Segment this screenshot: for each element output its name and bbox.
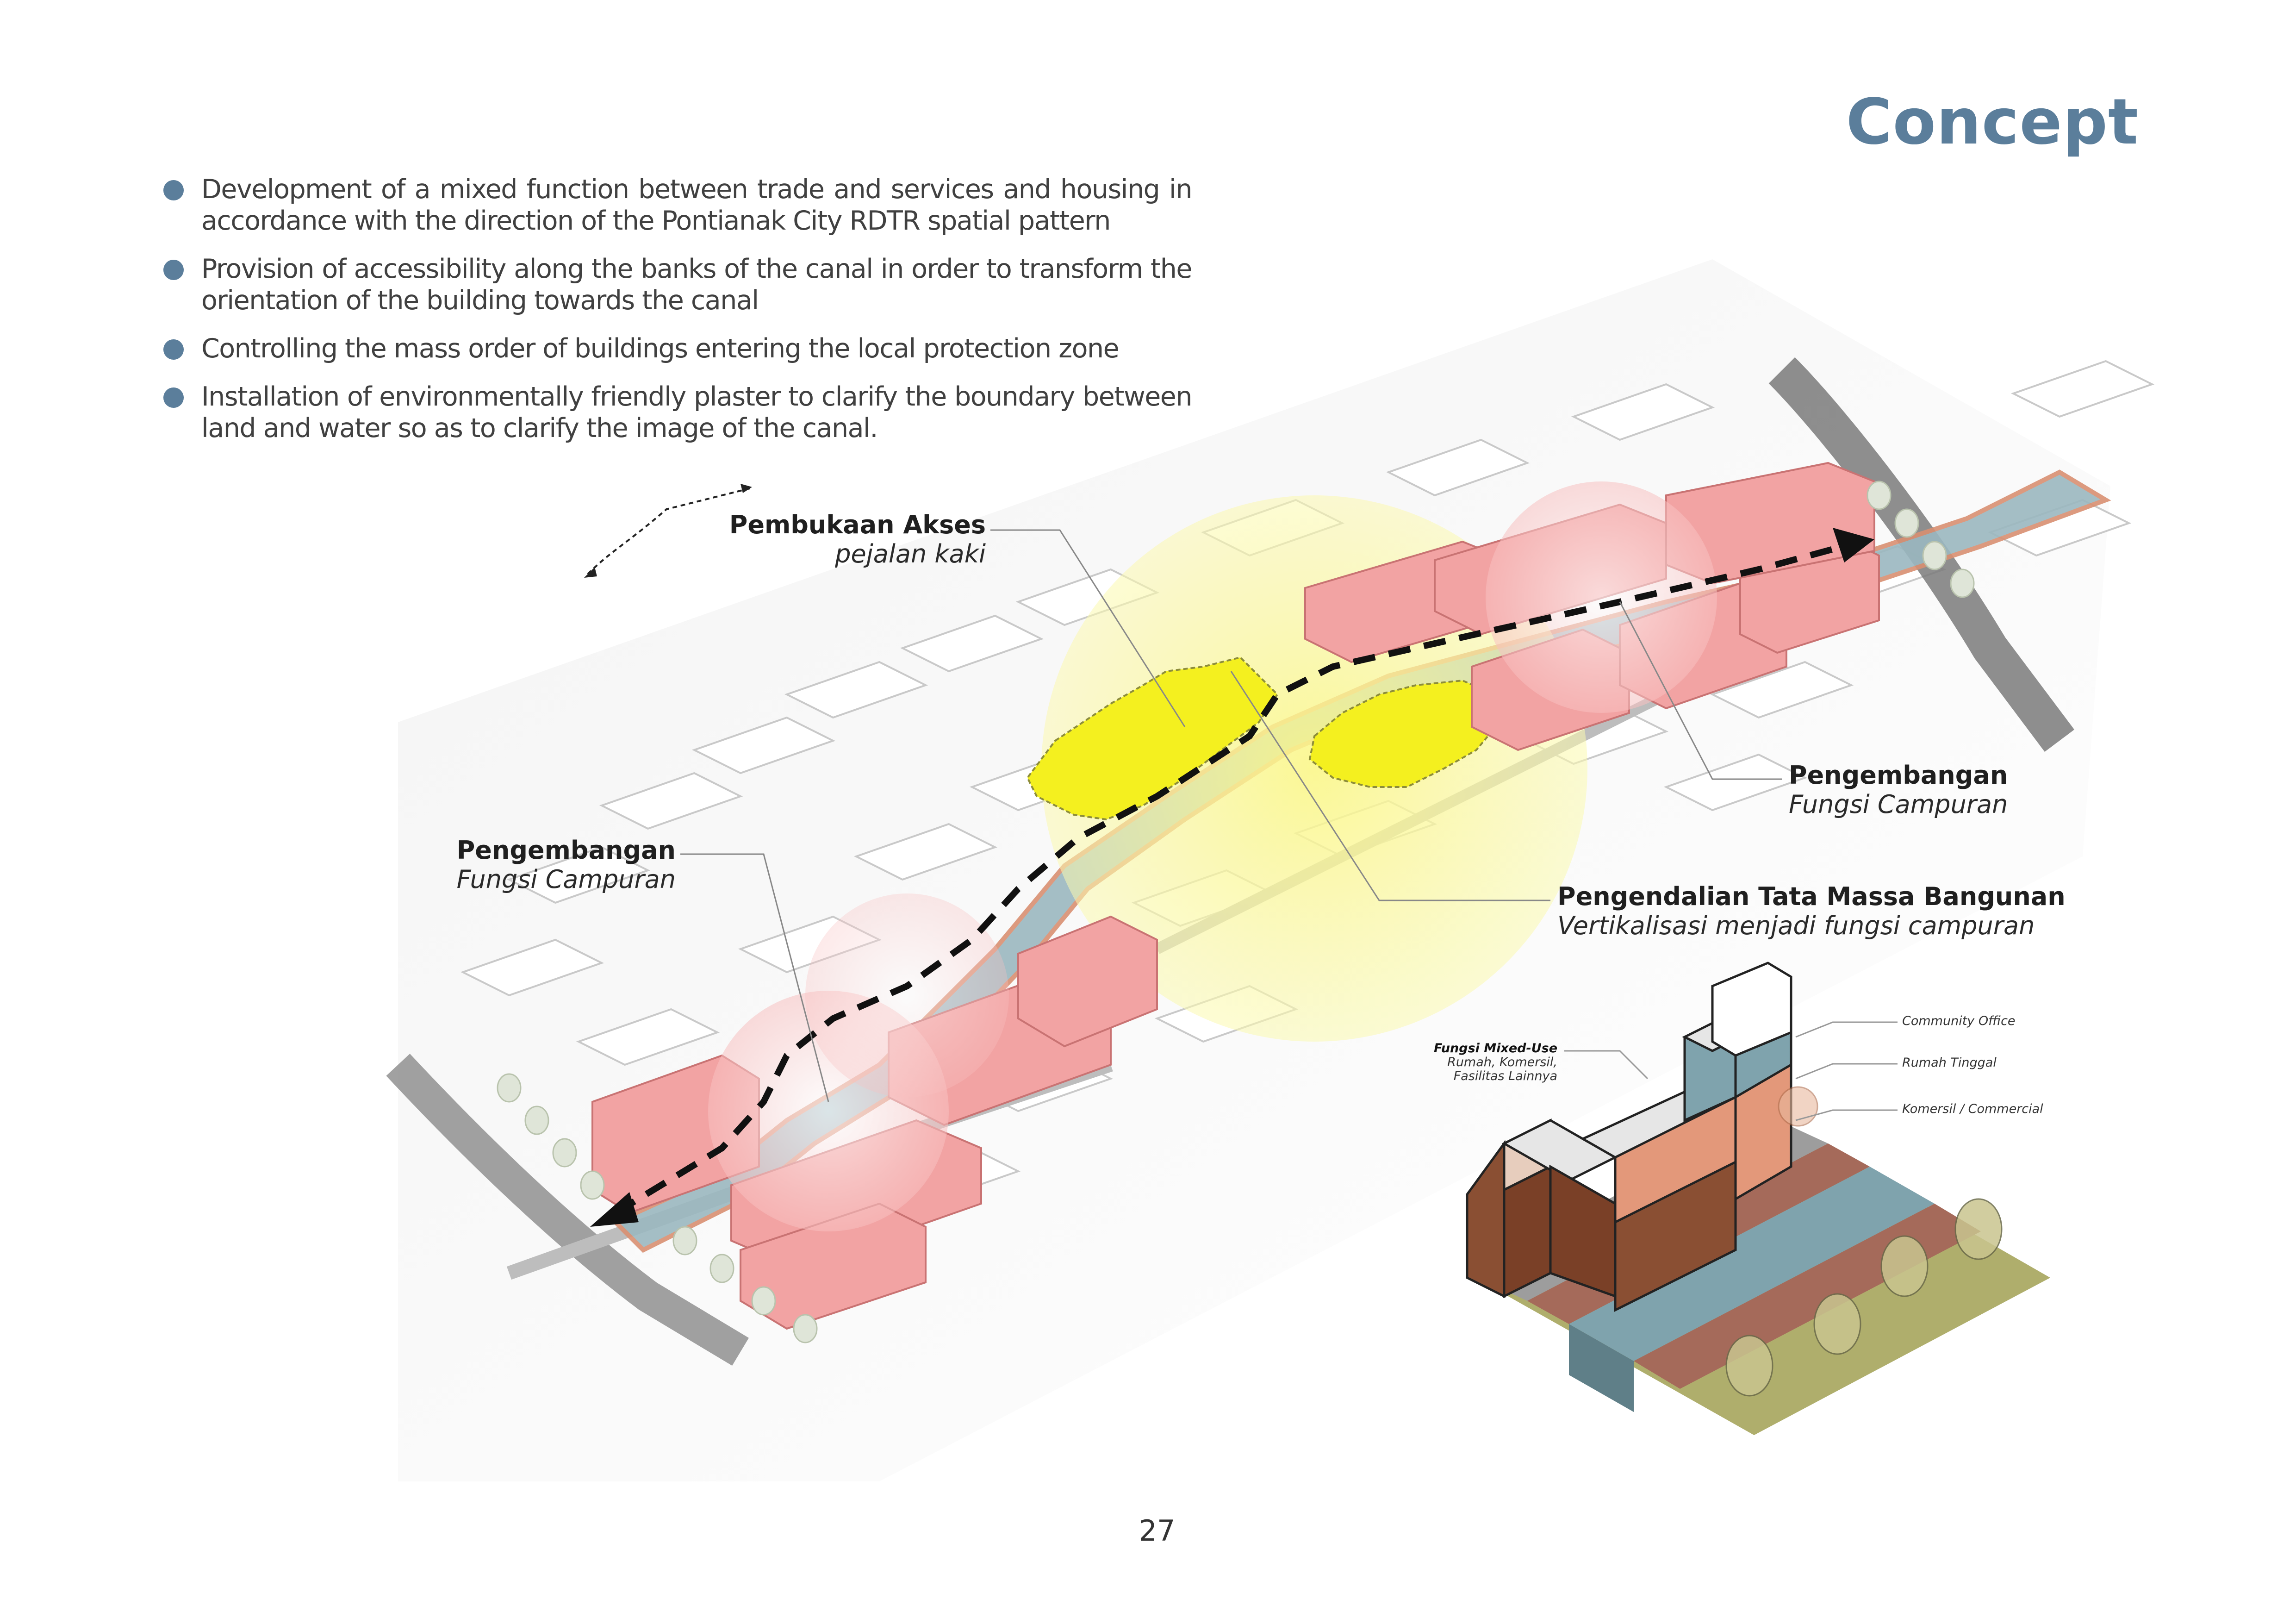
path-arrow-left-icon (590, 1192, 639, 1227)
bullet-item: Installation of environmentally friendly… (160, 381, 1193, 444)
label-mixed-right: Pengembangan Fungsi Campuran (1789, 761, 2008, 819)
inset-mixed-use-label: Fungsi Mixed-Use Rumah, Komersil, Fasili… (1433, 1041, 1557, 1083)
inset-trees (1725, 1198, 2003, 1397)
legend-rumah-tinggal: Rumah Tinggal (1902, 1056, 1997, 1070)
label-mixed-left: Pengembangan Fungsi Campuran (456, 836, 676, 894)
legend-community-office: Community Office (1902, 1014, 2016, 1028)
bullet-dot-icon (163, 387, 184, 408)
page-number: 27 (1139, 1514, 1176, 1548)
trees (497, 481, 1975, 1343)
inset-mixed-use-diagram (1466, 962, 2050, 1435)
leader-lines (680, 529, 1782, 1102)
mixed-use-buildings (591, 462, 1880, 1330)
bullet-dot-icon (163, 339, 184, 360)
protected-buildings (1026, 656, 1501, 821)
legend-commercial: Komersil / Commercial (1902, 1102, 2043, 1116)
bullet-list: Development of a mixed function between … (160, 174, 1193, 461)
pedestrian-path (614, 538, 1861, 1216)
north-arrow-tip-left-icon (584, 567, 597, 578)
bullet-item: Controlling the mass order of buildings … (160, 333, 1192, 364)
bullet-dot-icon (163, 260, 184, 280)
inset-blocks (1466, 962, 1792, 1312)
label-mass-control: Pengendalian Tata Massa Bangunan Vertika… (1557, 882, 2066, 940)
path-arrow-right-icon (1833, 528, 1874, 562)
bullet-item: Provision of accessibility along the ban… (160, 253, 1193, 316)
bullet-dot-icon (163, 180, 184, 200)
page-title: Concept (1846, 86, 2139, 159)
north-arrow-tip-right-icon (740, 484, 752, 493)
north-arrow-icon (587, 487, 750, 575)
mixed-use-highlight-circles (708, 481, 1717, 1231)
label-access: Pembukaan Akses pejalan kaki (729, 510, 986, 568)
bullet-item: Development of a mixed function between … (160, 174, 1193, 237)
